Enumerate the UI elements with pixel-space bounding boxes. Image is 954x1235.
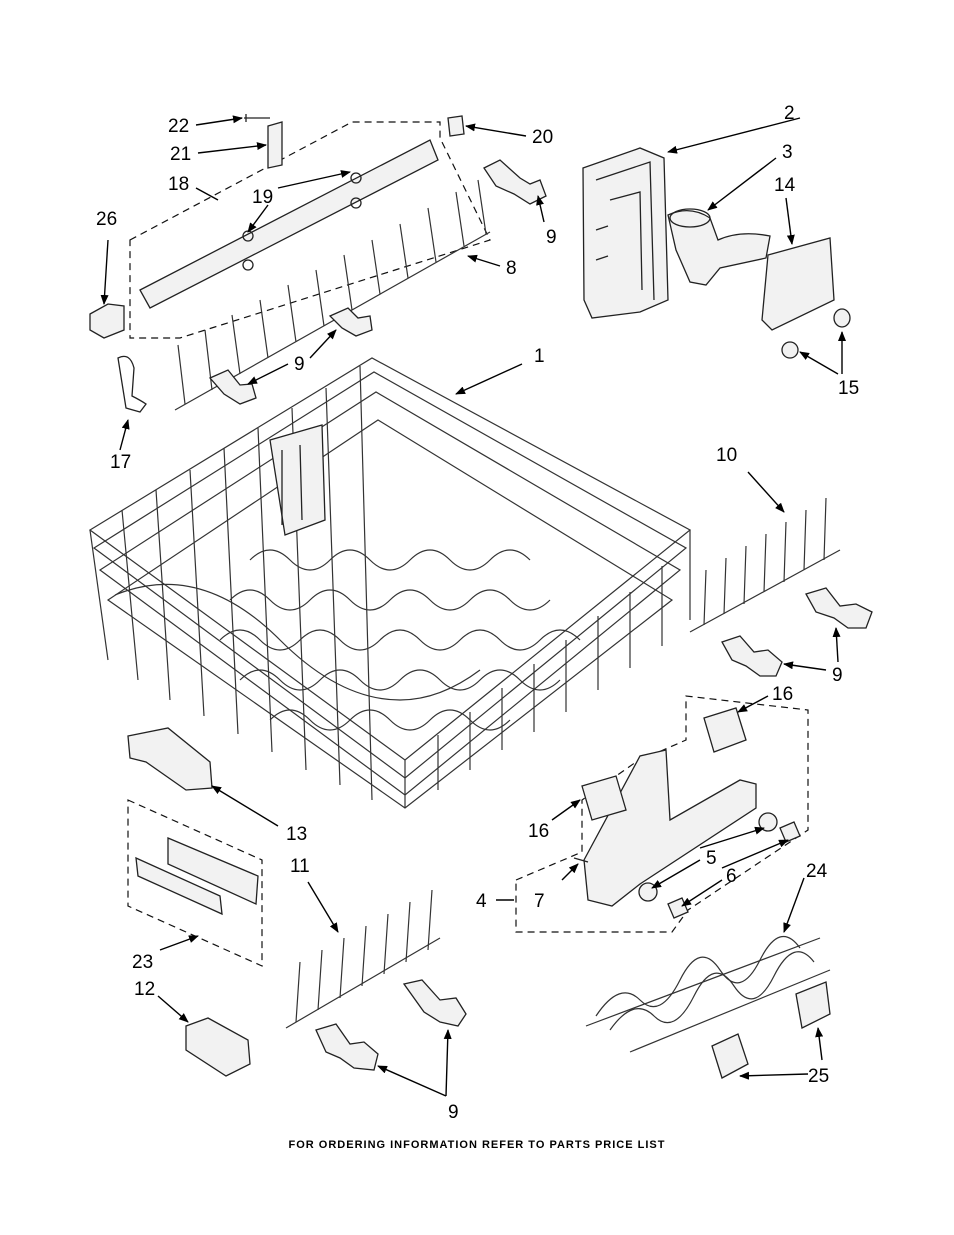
nut-part-6b <box>667 897 689 919</box>
inlet-part-3 <box>667 208 771 286</box>
callout-7: 7 <box>534 891 545 912</box>
wire-assembly-part-24 <box>585 935 831 1053</box>
callout-1: 1 <box>534 346 545 367</box>
cap-part-15a <box>833 308 851 328</box>
footer-note: FOR ORDERING INFORMATION REFER TO PARTS … <box>288 1139 666 1151</box>
clip-part-25a <box>711 1033 749 1079</box>
tine-row-part-11 <box>285 889 441 1029</box>
clip-part-20 <box>447 115 465 137</box>
callout-19: 19 <box>252 187 273 208</box>
part-13 <box>127 727 213 791</box>
callout-4: 4 <box>476 891 487 912</box>
washer-part-5b <box>638 882 658 902</box>
callout-16a: 16 <box>772 684 793 705</box>
clip-part-9d <box>805 587 873 629</box>
clip-part-16b <box>581 775 627 821</box>
nut-part-6a <box>779 821 801 843</box>
cap-part-15b <box>781 341 799 359</box>
upper-rack <box>88 357 692 809</box>
clip-part-9b <box>208 369 257 405</box>
dashed-group-4 <box>515 695 809 933</box>
clip-part-16a <box>703 707 747 753</box>
callout-22: 22 <box>168 116 189 137</box>
callout-13: 13 <box>286 824 307 845</box>
dashed-group-23 <box>127 799 263 967</box>
washer-part-5a <box>758 812 778 832</box>
arm-part-17 <box>117 355 147 413</box>
callout-9c: 9 <box>832 665 843 686</box>
bracket-part-4 <box>583 749 757 907</box>
callout-3: 3 <box>782 142 793 163</box>
callout-11: 11 <box>290 856 310 877</box>
screw-part-7 <box>573 857 589 863</box>
clip-part-9c <box>328 307 373 337</box>
clip-part-9g <box>315 1023 379 1071</box>
part-23-front <box>135 856 223 916</box>
callout-15: 15 <box>838 378 859 399</box>
callout-5: 5 <box>706 848 717 869</box>
callout-9b: 9 <box>294 354 305 375</box>
clip-part-26 <box>89 303 125 339</box>
dashed-group-18 <box>129 121 491 339</box>
tine-row-part-10 <box>689 497 841 633</box>
rail-part-19 <box>139 139 439 309</box>
callout-23: 23 <box>132 952 153 973</box>
cover-part-14 <box>761 237 835 331</box>
callout-24: 24 <box>806 861 828 882</box>
callout-9d: 9 <box>448 1102 459 1123</box>
callout-21: 21 <box>170 144 191 165</box>
part-23-back <box>167 837 259 905</box>
plate-part-21 <box>267 121 283 169</box>
clip-part-25b <box>795 981 831 1029</box>
screw-part-22 <box>244 114 270 122</box>
callout-20: 20 <box>532 127 553 148</box>
callout-9a: 9 <box>546 227 557 248</box>
clip-part-9e <box>721 635 783 677</box>
callout-6: 6 <box>726 866 737 887</box>
callout-18: 18 <box>168 174 189 195</box>
callout-25: 25 <box>808 1066 829 1087</box>
callout-2: 2 <box>784 103 795 124</box>
callout-17: 17 <box>110 452 131 473</box>
callout-8: 8 <box>506 258 517 279</box>
callout-26: 26 <box>96 209 117 230</box>
clip-part-9f <box>402 979 467 1027</box>
manifold-part-2 <box>582 147 669 319</box>
part-12 <box>185 1017 251 1077</box>
callout-12: 12 <box>134 979 155 1000</box>
callout-10: 10 <box>716 445 737 466</box>
clip-part-9a <box>483 159 547 205</box>
leader-lines <box>100 115 846 1097</box>
callout-16b: 16 <box>528 821 549 842</box>
callout-14: 14 <box>774 175 796 196</box>
